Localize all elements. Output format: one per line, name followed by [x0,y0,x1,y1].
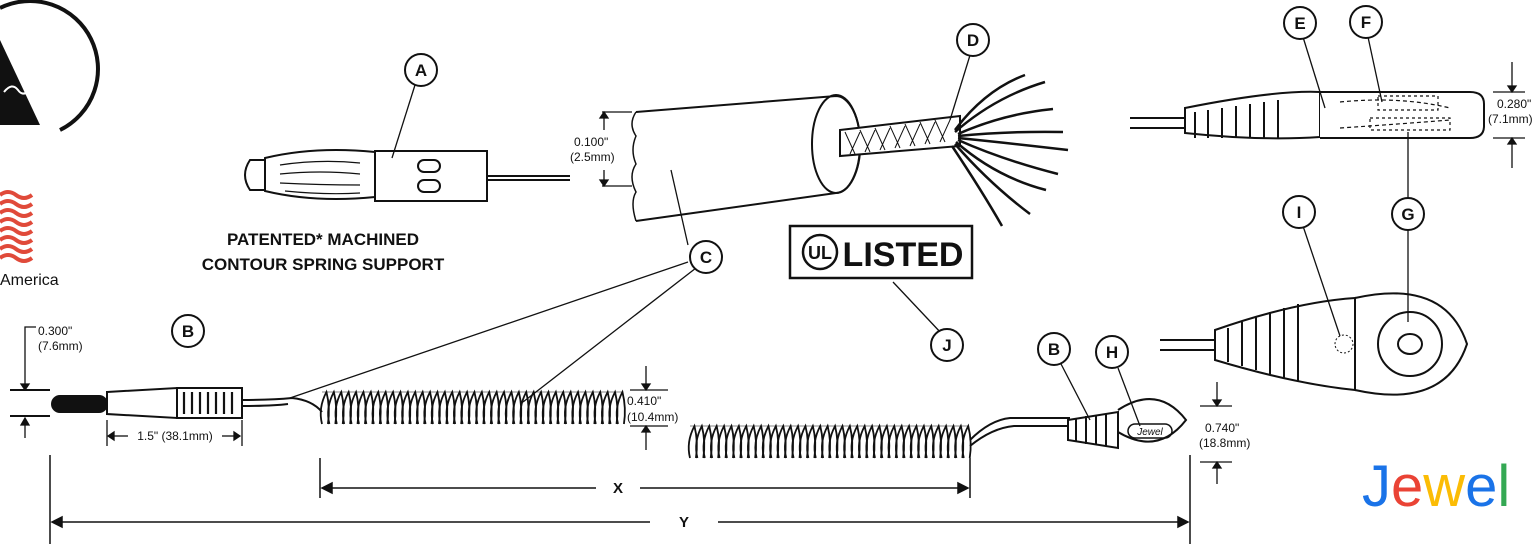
jewel-logo-letter: l [1497,454,1510,519]
snap-dia-in: 0.740" [1205,421,1239,435]
callout-f: F [1349,5,1383,39]
callout-b-right: B [1037,332,1071,366]
jewel-logo-text: Jewel [1362,454,1510,519]
y-dimension [49,455,1191,544]
svg-text:I: I [1297,203,1302,222]
x-label: X [613,480,623,497]
ul-mark-text: UL [808,243,832,263]
callout-a: A [404,53,438,87]
plug-dia-in: 0.300" [38,324,72,338]
snap-thk-in: 0.280" [1497,97,1531,111]
plug-length: 1.5" (38.1mm) [137,429,213,443]
jewel-logo: Jewel [1362,454,1510,519]
snap-end-drawing [969,398,1188,450]
coil-segment-1 [319,389,626,425]
coil-dia-mm: (10.4mm) [627,410,678,424]
y-label: Y [679,514,689,531]
wire-dia-mm: (2.5mm) [570,150,615,164]
jewel-logo-letter: w [1422,454,1466,519]
america-wave-logo [0,190,34,263]
callout-e: E [1283,6,1317,40]
patent-caption-line1: PATENTED* MACHINED [227,230,419,249]
callout-b-left: B [171,314,205,348]
jewel-logo-letter: e [1465,454,1497,519]
svg-text:E: E [1294,14,1305,33]
callout-c: C [689,240,723,274]
callout-i: I [1282,195,1316,229]
wire-dia-dimension [598,110,632,188]
svg-text:C: C [700,248,712,267]
svg-text:A: A [415,61,427,80]
plug-dia-dimension [10,326,50,438]
callout-h: H [1095,335,1129,369]
coil-segment-2 [687,423,972,459]
snap-thk-mm: (7.1mm) [1488,112,1533,126]
coiled-cord-drawing [10,386,323,420]
plug-dia-mm: (7.6mm) [38,339,83,353]
svg-text:B: B [182,322,194,341]
plug-a-drawing [244,149,570,202]
svg-text:F: F [1361,13,1371,32]
jewel-logo-letter: J [1362,454,1391,519]
coil-dia-dimension [630,366,668,450]
svg-text:H: H [1106,343,1118,362]
patent-caption-line2: CONTOUR SPRING SUPPORT [202,255,445,274]
snap-thickness-dimension [1493,62,1525,168]
ul-listed-mark: UL LISTED [788,224,974,280]
wire-section-drawing [631,73,1069,227]
snap-top-drawing [1160,292,1469,396]
wire-dia-in: 0.100" [574,135,608,149]
esd-warning-logo [0,0,100,132]
snap-side-drawing [1130,90,1485,140]
svg-text:B: B [1048,340,1060,359]
plug-length-dimension [106,420,243,446]
svg-text:J: J [942,336,951,355]
x-dimension [319,458,971,498]
svg-text:G: G [1401,205,1414,224]
snap-dia-mm: (18.8mm) [1199,436,1250,450]
america-text: America [0,272,59,289]
callout-j: J [930,328,964,362]
coil-dia-in: 0.410" [627,394,661,408]
snap-jewel-label: Jewel [1136,427,1163,438]
jewel-logo-letter: e [1391,454,1423,519]
snap-dia-dimension [1200,382,1232,484]
coil-loop [615,389,626,425]
callout-g: G [1391,197,1425,231]
ul-listed-text: LISTED [843,236,964,274]
callout-d: D [956,23,990,57]
svg-text:D: D [967,31,979,50]
coil-loop [961,423,972,459]
